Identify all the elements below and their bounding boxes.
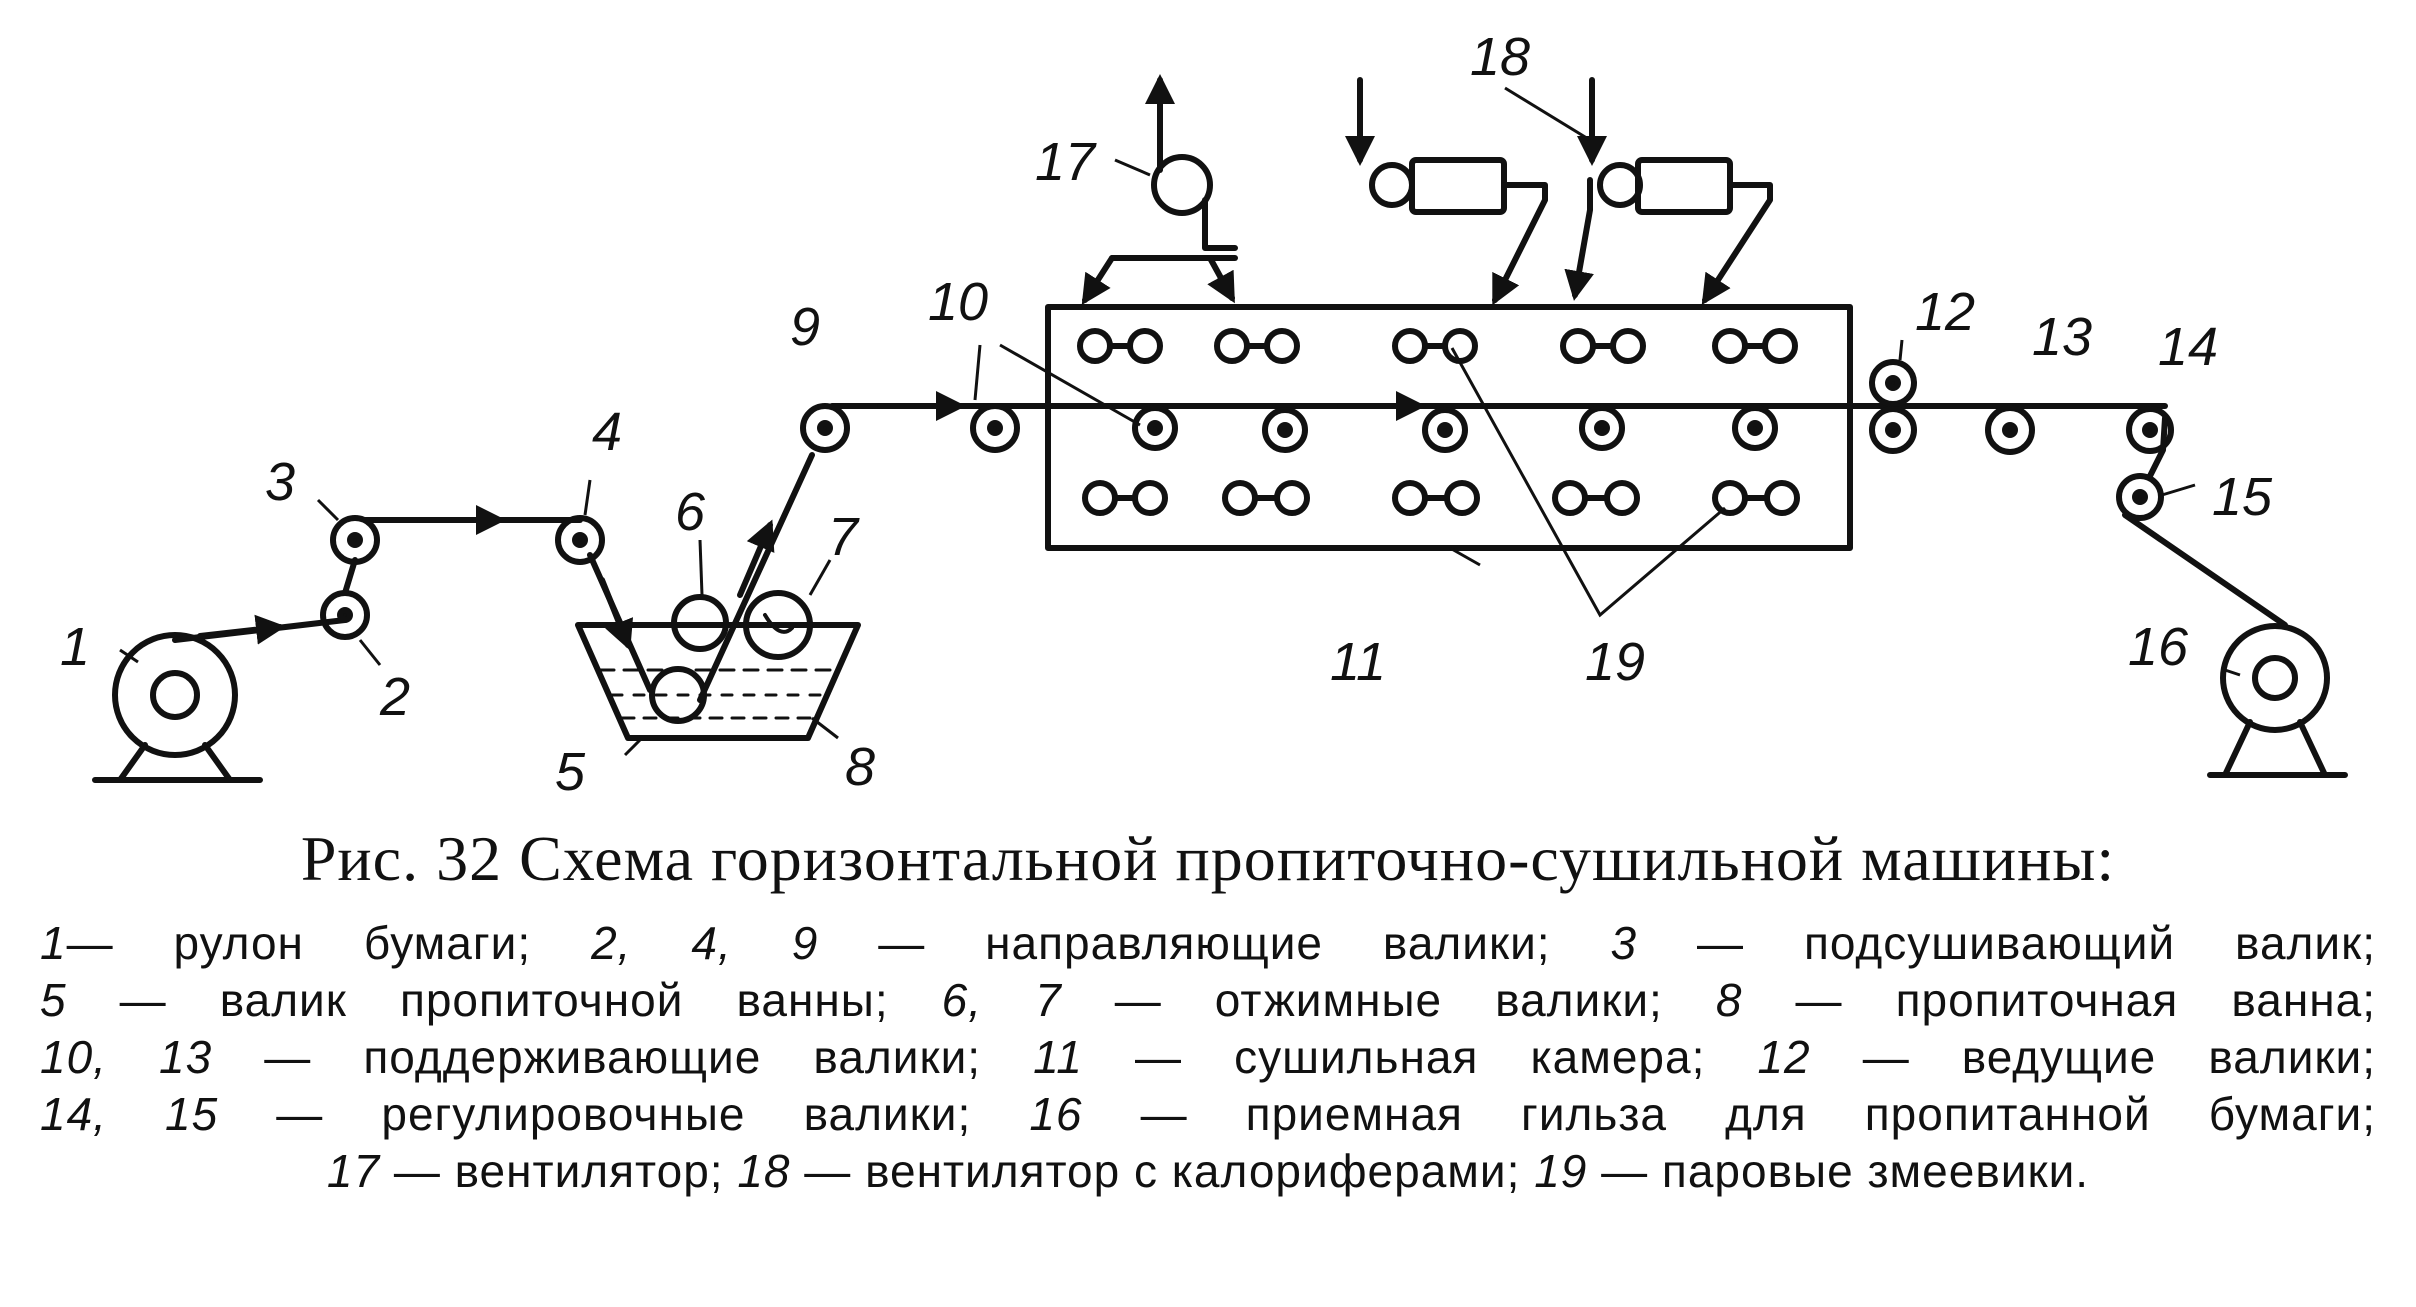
steam-coils-bottom	[1082, 480, 1800, 516]
machine-diagram: 1 2 3 4 5 6 7 8 9 10 11 12 13 14 15 16 1…	[60, 27, 2348, 800]
label-10: 10	[928, 272, 988, 332]
legend-text: — сушильная камера;	[1082, 1031, 1758, 1083]
guide-roller-2	[320, 590, 370, 640]
paper-roll-1	[92, 632, 263, 783]
guide-roller-9	[800, 403, 850, 453]
legend-line: 17 — вентилятор; 18 — вентилятор с калор…	[40, 1143, 2376, 1200]
label-7: 7	[828, 507, 860, 567]
label-4: 4	[592, 402, 622, 462]
steam-coils-top	[1077, 328, 1798, 364]
support-roller-10	[970, 403, 1020, 453]
web-arrow	[197, 614, 286, 645]
legend-num: 12	[1757, 1031, 1811, 1083]
fan-heater-18-left	[1345, 77, 1548, 306]
legend-text: — вентилятор;	[380, 1145, 738, 1197]
paper-web-15-16	[2122, 512, 2288, 628]
drying-roller-3	[330, 515, 380, 565]
label-18: 18	[1470, 27, 1530, 87]
label-19: 19	[1585, 632, 1645, 692]
label-5: 5	[555, 742, 586, 800]
legend-text: — паровые змеевики.	[1587, 1145, 2090, 1197]
legend-text: — вентилятор с калориферами;	[790, 1145, 1535, 1197]
legend-num: 11	[1033, 1031, 1083, 1083]
legend-num: 1	[40, 917, 67, 969]
legend-text: — направляющие валики;	[818, 917, 1611, 969]
guide-roller-4	[555, 515, 605, 565]
legend-num: 18	[737, 1145, 791, 1197]
label-12: 12	[1915, 282, 1975, 342]
legend-num: 19	[1534, 1145, 1588, 1197]
support-roller-13	[1985, 405, 2035, 455]
label-3: 3	[265, 452, 295, 512]
legend-text: — поддерживающие валики;	[212, 1031, 1034, 1083]
squeeze-roller-7	[743, 590, 813, 660]
label-2: 2	[379, 667, 410, 727]
impregnation-bath-8	[575, 622, 861, 741]
drive-rollers-12	[1869, 359, 1917, 454]
leader-lines	[119, 86, 2241, 757]
label-6: 6	[675, 482, 706, 542]
fan-17	[1081, 74, 1238, 306]
label-14: 14	[2158, 317, 2218, 377]
figure-caption-title: Рис. 32 Схема горизонтальной пропиточно-…	[300, 823, 2116, 894]
labels: 1 2 3 4 5 6 7 8 9 10 11 12 13 14 15 16 1…	[60, 27, 2273, 800]
legend-num: 2, 4, 9	[591, 917, 819, 969]
legend-line: 10, 13 — поддерживающие валики; 11 — суш…	[40, 1029, 2376, 1086]
regulating-roller-14	[2126, 406, 2174, 454]
support-rollers-chamber	[1132, 405, 1778, 453]
legend-text: — пропиточная ванна;	[1742, 974, 2377, 1026]
legend-text: — валик пропиточной ванны;	[66, 974, 942, 1026]
take-up-core-16	[2207, 623, 2348, 778]
legend-text: — рулон бумаги;	[66, 917, 592, 969]
legend-text: — приемная гильза для пропитанной бумаги…	[1082, 1088, 2377, 1140]
legend-text: — ведущие валики;	[1810, 1031, 2376, 1083]
label-11: 11	[1330, 632, 1386, 692]
legend-num: 10, 13	[40, 1031, 213, 1083]
label-16: 16	[2128, 617, 2189, 677]
legend-num: 8	[1715, 974, 1743, 1026]
fan-heater-18-right	[1564, 77, 1773, 306]
paper-web-14-15	[2147, 415, 2168, 479]
web-arrow	[599, 577, 634, 651]
figure-legend: 1— рулон бумаги; 2, 4, 9 — направляющие …	[40, 915, 2376, 1200]
label-17: 17	[1035, 132, 1097, 192]
web-arrow	[737, 519, 775, 598]
drying-chamber-11	[1045, 304, 1853, 551]
legend-num: 5	[40, 974, 67, 1026]
legend-line: 1— рулон бумаги; 2, 4, 9 — направляющие …	[40, 915, 2376, 972]
legend-text: — регулировочные валики;	[218, 1088, 1030, 1140]
legend-num: 14, 15	[40, 1088, 219, 1140]
regulating-roller-15	[2116, 473, 2164, 521]
paper-web-2-3	[342, 557, 358, 596]
paper-web-5-9	[697, 452, 815, 703]
squeeze-roller-6	[671, 594, 729, 652]
legend-text: — отжимные валики;	[1061, 974, 1716, 1026]
label-8: 8	[845, 737, 875, 797]
legend-num: 16	[1029, 1088, 1083, 1140]
legend-num: 6, 7	[941, 974, 1062, 1026]
label-15: 15	[2212, 467, 2273, 527]
legend-text: — подсушивающий валик;	[1637, 917, 2376, 969]
legend-line: 5 — валик пропиточной ванны; 6, 7 — отжи…	[40, 972, 2376, 1029]
legend-num: 17	[326, 1145, 381, 1197]
label-13: 13	[2032, 307, 2092, 367]
label-9: 9	[790, 297, 820, 357]
label-1: 1	[60, 617, 90, 677]
legend-num: 3	[1610, 917, 1638, 969]
legend-line: 14, 15 — регулировочные валики; 16 — при…	[40, 1086, 2376, 1143]
